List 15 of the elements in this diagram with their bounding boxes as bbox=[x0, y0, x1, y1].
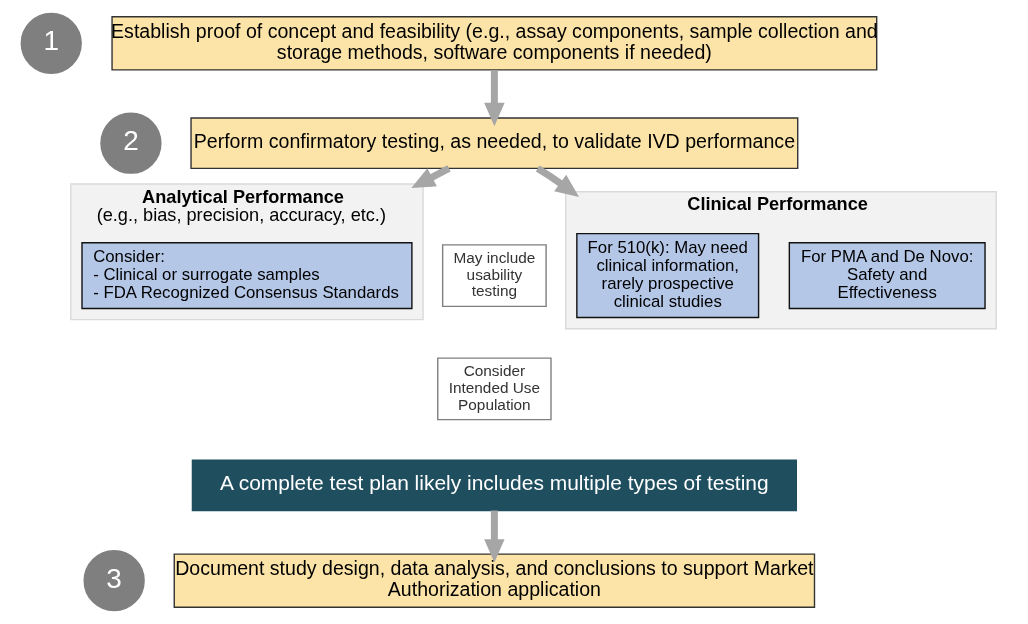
node-circle: 3 bbox=[83, 550, 145, 612]
arrow bbox=[483, 70, 505, 127]
node-box: Consider Intended Use Population bbox=[436, 357, 552, 421]
node-box: For 510(k): May need clinical information, rarely prospective clinical studies bbox=[575, 232, 759, 319]
node-box: Perform confirmatory testing, as needed, to validate IVD performance bbox=[189, 117, 798, 170]
node-circle: 2 bbox=[99, 112, 162, 174]
arrow bbox=[410, 165, 451, 189]
node-box: For PMA and De Novo: Safety and Effectiveness bbox=[788, 242, 986, 310]
arrow bbox=[483, 510, 505, 563]
node-box: May include usability testing bbox=[441, 244, 547, 308]
node-circle: 1 bbox=[20, 12, 82, 74]
node-box: A complete test plan likely includes multiple types of testing bbox=[191, 459, 797, 512]
node-box: Consider: - Clinical or surrogate samples - FDA Recognized Consensus Standards bbox=[80, 242, 413, 310]
node-box: Document study design, data analysis, and conclusions to support Market Authorization application bbox=[173, 553, 815, 608]
arrow bbox=[535, 165, 579, 197]
